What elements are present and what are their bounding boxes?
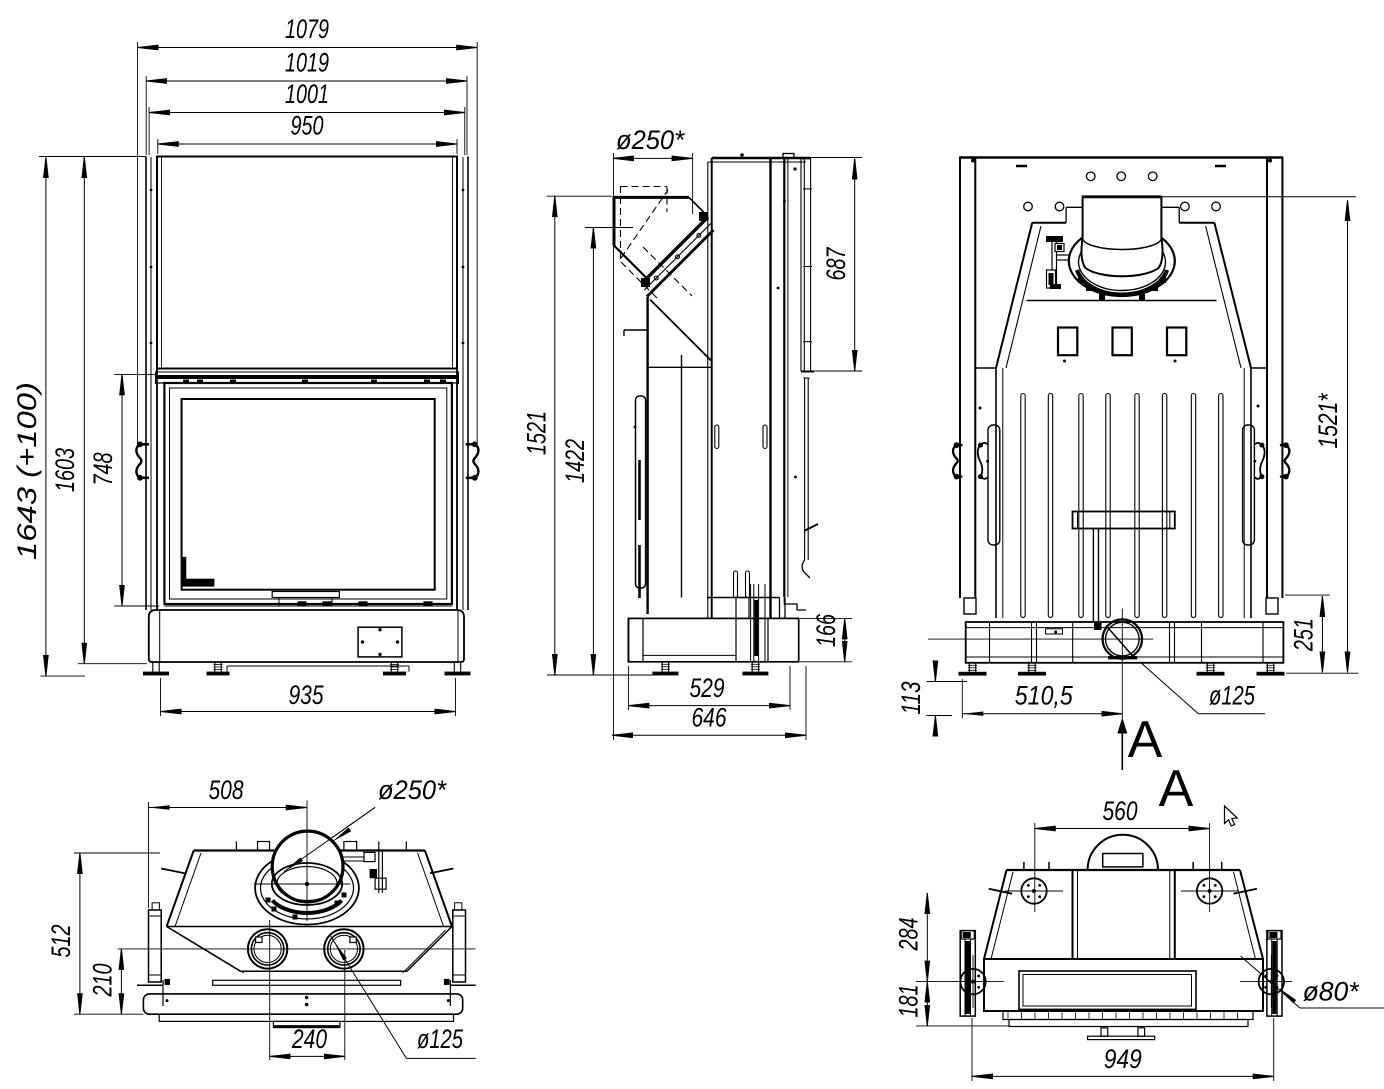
svg-text:166: 166 xyxy=(811,613,841,647)
svg-text:748: 748 xyxy=(88,453,118,486)
svg-text:1001: 1001 xyxy=(285,79,329,109)
svg-text:ø125: ø125 xyxy=(417,1024,464,1054)
svg-text:512: 512 xyxy=(46,925,76,958)
svg-text:1079: 1079 xyxy=(285,14,329,44)
svg-text:935: 935 xyxy=(289,680,325,710)
svg-text:240: 240 xyxy=(291,1024,327,1054)
svg-text:284: 284 xyxy=(894,918,924,952)
svg-text:A: A xyxy=(1159,760,1194,818)
svg-text:646: 646 xyxy=(692,703,728,733)
svg-text:560: 560 xyxy=(1103,796,1138,826)
svg-text:1603: 1603 xyxy=(50,448,80,492)
svg-text:1643 (+100): 1643 (+100) xyxy=(12,382,42,560)
svg-text:181: 181 xyxy=(894,985,924,1018)
svg-text:1019: 1019 xyxy=(285,48,329,78)
svg-text:ø250*: ø250* xyxy=(616,125,685,155)
svg-text:950: 950 xyxy=(291,111,324,141)
svg-text:1422: 1422 xyxy=(560,439,590,483)
svg-text:510,5: 510,5 xyxy=(1015,681,1074,711)
svg-text:1521: 1521 xyxy=(522,411,552,455)
svg-text:1521*: 1521* xyxy=(1313,392,1343,448)
svg-text:ø125: ø125 xyxy=(1209,681,1256,711)
svg-text:A: A xyxy=(1128,711,1163,769)
svg-text:687: 687 xyxy=(821,247,851,281)
svg-text:113: 113 xyxy=(896,682,926,715)
svg-text:529: 529 xyxy=(690,673,725,703)
svg-text:ø80*: ø80* xyxy=(1303,977,1360,1007)
svg-text:ø250*: ø250* xyxy=(378,775,447,805)
svg-text:949: 949 xyxy=(1104,1044,1142,1074)
svg-text:210: 210 xyxy=(88,964,118,998)
svg-text:251: 251 xyxy=(1289,618,1319,652)
svg-text:508: 508 xyxy=(209,775,244,805)
